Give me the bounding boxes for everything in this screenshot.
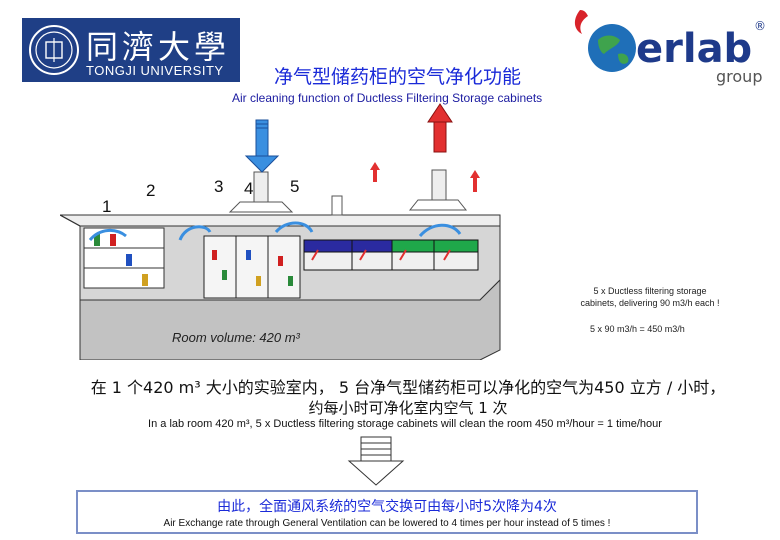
- air-flow-arrows-red: [311, 249, 451, 261]
- result-english: Air Exchange rate through General Ventil…: [163, 518, 611, 529]
- room-diagram: 1 2 3 4 5: [60, 103, 501, 360]
- label-2: 2: [146, 181, 155, 200]
- result-box: 由此，全面通风系统的空气交换可由每小时5次降为4次 Air Exchange r…: [76, 490, 698, 534]
- globe-icon: [588, 24, 636, 72]
- summary-english: In a lab room 420 m³, 5 x Ductless filte…: [148, 418, 662, 430]
- floor: [79, 278, 501, 360]
- supply-duct-2: [331, 195, 343, 216]
- university-seal-icon: [29, 25, 79, 75]
- summary-chinese-line-2: 约每小时可净化室内空气 1 次: [308, 399, 508, 417]
- side-note-total: 5 x 90 m3/h = 450 m3/h: [590, 324, 685, 334]
- chemical-shelf: [83, 227, 165, 289]
- page-title-chinese: 净气型储药柜的空气净化功能: [274, 66, 522, 88]
- room-volume-label: Room volume: 420 m³: [172, 330, 300, 345]
- storage-cabinet-group: [203, 235, 301, 299]
- logo-chinese-name: 同濟大學: [86, 28, 231, 66]
- summary-chinese-line-1: 在 1 个420 m³ 大小的实验室内， 5 台净气型储药柜可以净化的空气为45…: [90, 378, 726, 397]
- registered-mark: ®: [754, 19, 766, 33]
- logo-english-name: TONGJI UNIVERSITY: [86, 63, 224, 78]
- label-5: 5: [290, 177, 299, 196]
- label-1: 1: [102, 197, 111, 216]
- label-4: 4: [244, 179, 253, 198]
- ceiling-edge: [60, 214, 501, 227]
- air-flow-arrows: [88, 221, 462, 242]
- supply-air-arrow-icon: [244, 119, 280, 173]
- tongji-university-logo: 同濟大學 TONGJI UNIVERSITY: [22, 18, 240, 82]
- small-exhaust-arrow-icon: [370, 162, 380, 182]
- label-3: 3: [214, 177, 223, 196]
- brand-name: erlab: [636, 26, 752, 72]
- result-chinese: 由此，全面通风系统的空气交换可由每小时5次降为4次: [217, 499, 557, 515]
- brand-sub: group: [716, 67, 762, 86]
- exhaust-air-arrow-icon: [427, 103, 453, 153]
- small-exhaust-arrow-icon: [470, 170, 480, 192]
- side-note-delivery: 5 x Ductless filtering storage cabinets,…: [580, 286, 720, 308]
- flame-icon: [574, 10, 588, 34]
- exhaust-duct: [408, 169, 468, 211]
- down-arrow-icon: [347, 436, 405, 486]
- supply-duct-1: [228, 171, 294, 213]
- filter-cabinet-row: [303, 239, 479, 271]
- erlab-group-logo: erlab ® group: [574, 10, 766, 86]
- page-title-english: Air cleaning function of Ductless Filter…: [232, 91, 543, 105]
